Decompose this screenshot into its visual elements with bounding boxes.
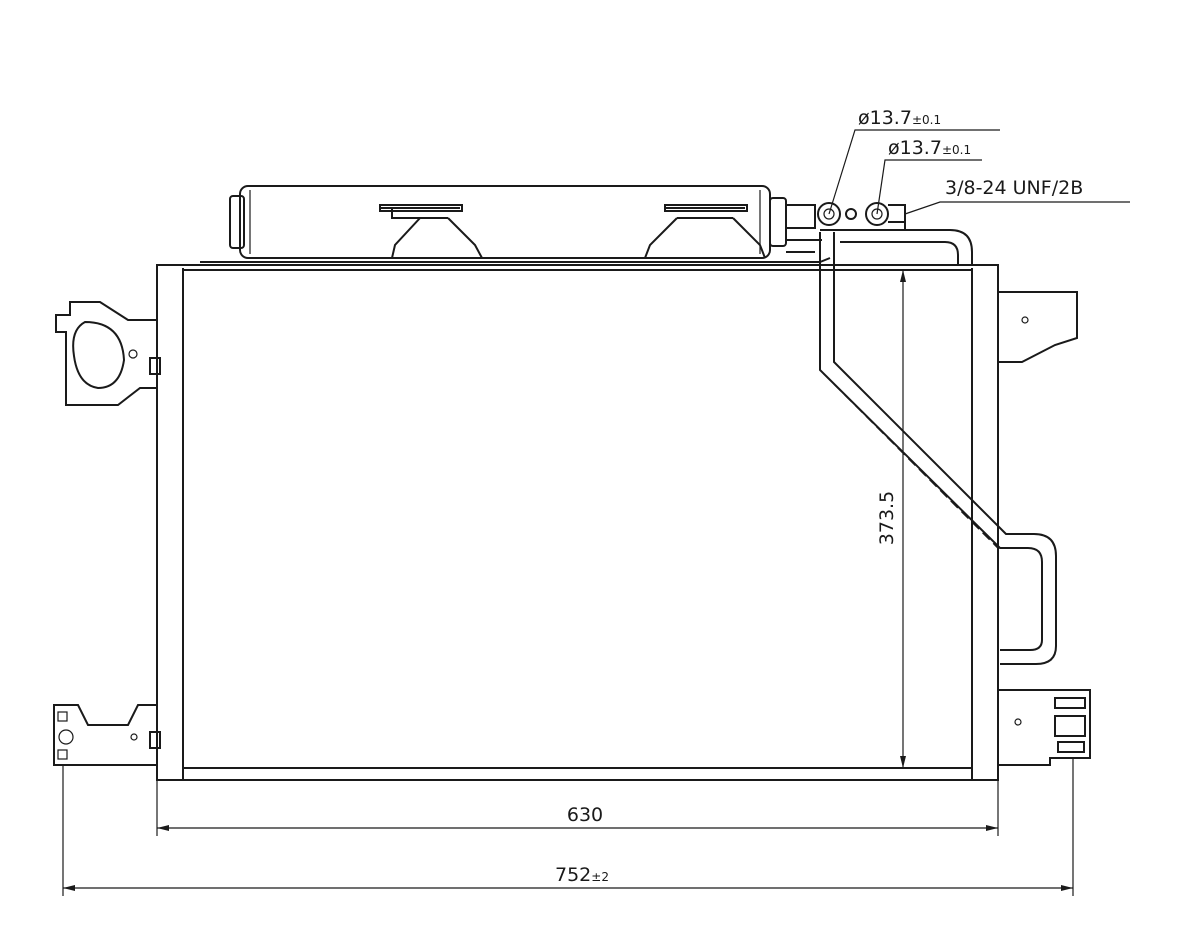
receiver-drier xyxy=(200,185,831,263)
dimension-height-label: 373.5 xyxy=(876,491,898,545)
dimension-core-width-label: 630 xyxy=(567,804,603,826)
callout-pipe1: ø13.7±0.1 xyxy=(828,107,1000,215)
pipe-fittings xyxy=(786,202,973,265)
callout-thread: 3/8-24 UNF/2B xyxy=(904,177,1130,215)
callout-pipe2-label: ø13.7±0.1 xyxy=(888,137,971,159)
callout-pipe2: ø13.7±0.1 xyxy=(876,137,982,215)
callout-thread-label: 3/8-24 UNF/2B xyxy=(945,177,1083,199)
left-mounting-brackets xyxy=(53,301,157,766)
dimension-core-width: 630 xyxy=(156,780,999,836)
dimension-height: 373.5 xyxy=(876,270,906,768)
condenser-core xyxy=(149,264,999,781)
dimension-overall-width: 752±2 xyxy=(62,758,1074,896)
refrigerant-pipe xyxy=(819,232,1057,665)
callout-pipe1-label: ø13.7±0.1 xyxy=(858,107,941,129)
dimension-overall-width-label: 752±2 xyxy=(555,864,609,886)
right-mounting-brackets xyxy=(998,291,1091,766)
